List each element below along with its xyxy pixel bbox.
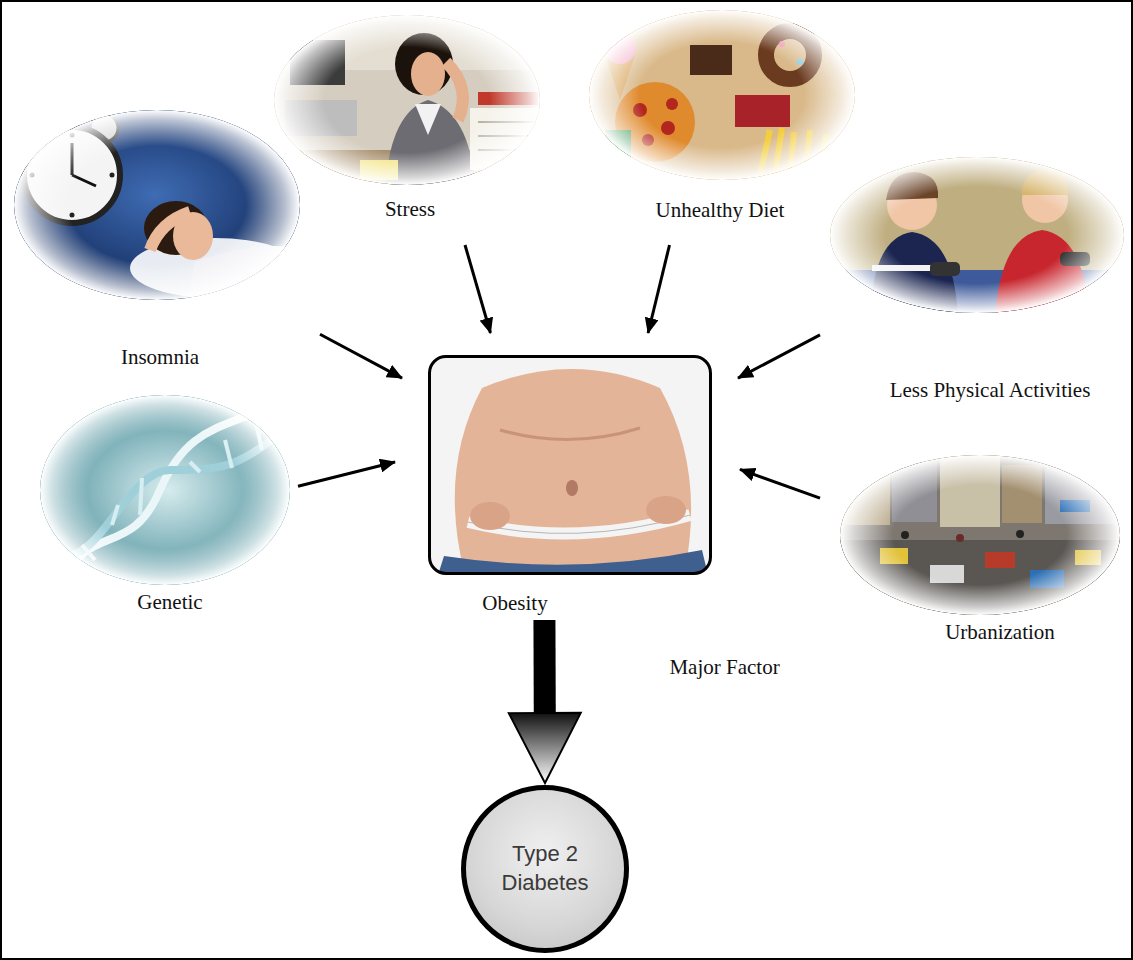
belly-picture-part	[455, 369, 691, 573]
belly-picture-part	[566, 480, 578, 496]
inactivity-picture	[825, 150, 1130, 320]
stress-picture-part	[270, 10, 550, 190]
photo-box: Obesity	[428, 355, 712, 575]
outcome-circle: Type 2 Diabetes	[461, 785, 629, 953]
belly-picture-part	[430, 357, 710, 573]
dna-picture-part	[35, 390, 300, 590]
diet-picture-part	[589, 10, 855, 180]
inactivity-picture-part	[830, 157, 1124, 313]
factor-oval: Genetic	[40, 395, 290, 585]
stress-picture	[270, 10, 550, 195]
city-picture	[835, 450, 1125, 620]
insomnia-picture-part	[14, 110, 300, 300]
belly-picture-part	[438, 550, 708, 573]
factor-label: Insomnia	[121, 345, 199, 370]
insomnia-picture-part	[26, 114, 54, 142]
belly-picture-part	[646, 496, 686, 524]
block-arrow	[509, 620, 581, 783]
factor-oval: Unhealthy Diet	[590, 10, 855, 180]
stress-picture-part	[274, 15, 540, 185]
dna-picture	[35, 390, 300, 590]
factor-label: Obesity	[482, 591, 547, 616]
factor-oval: Insomnia	[15, 110, 300, 300]
arrow-connector	[298, 462, 395, 486]
arrow-connector	[648, 245, 669, 333]
arrow-connector	[465, 245, 490, 333]
city-picture-part	[840, 455, 1120, 615]
factor-oval: Urbanization	[840, 455, 1120, 615]
factor-label: Unhealthy Diet	[656, 198, 785, 223]
insomnia-picture	[0, 100, 310, 310]
arrow-head	[509, 713, 581, 783]
diet-picture	[585, 5, 860, 185]
dna-picture-part	[40, 395, 290, 585]
outcome-text: Type 2 Diabetes	[489, 840, 601, 897]
insomnia-picture-part	[0, 100, 310, 310]
factor-oval: Stress	[275, 15, 540, 185]
edge-label: Major Factor	[667, 655, 781, 680]
factor-label: Genetic	[137, 590, 202, 615]
factor-label: Less Physical Activities	[890, 378, 1091, 403]
factor-oval: Less Physical Activities	[830, 157, 1124, 313]
factor-label: Stress	[385, 197, 435, 222]
factor-label: Urbanization	[945, 620, 1055, 645]
belly-picture-part	[470, 502, 510, 530]
city-picture-part	[835, 450, 1125, 620]
arrow-shaft	[533, 620, 555, 713]
arrow-connector	[740, 469, 820, 498]
inactivity-picture-part	[825, 150, 1130, 320]
belly-picture	[430, 357, 710, 573]
belly-picture-part	[500, 428, 640, 440]
arrow-connector	[320, 334, 402, 378]
arrow-connector	[738, 335, 820, 378]
diet-picture-part	[585, 5, 860, 185]
